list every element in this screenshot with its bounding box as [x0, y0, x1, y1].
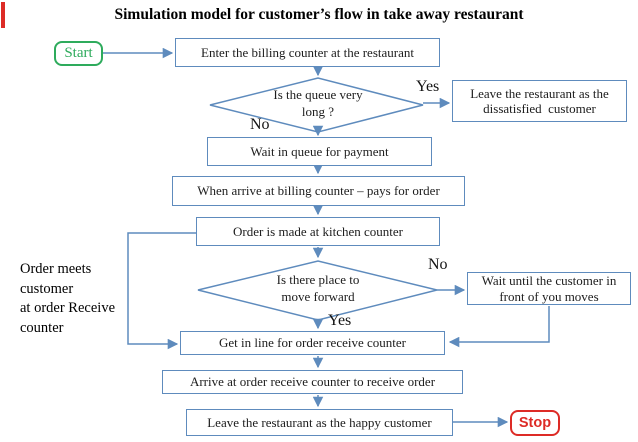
get-in-line-box: Get in line for order receive counter	[180, 331, 445, 355]
queue-no-label: No	[250, 116, 270, 133]
arrow-wait-customer-to-get-in-line	[448, 306, 550, 348]
queue-yes-label: Yes	[416, 78, 440, 95]
wait-customer-moves-box: Wait until the customer in front of you …	[467, 272, 631, 305]
pay-for-order-box: When arrive at billing counter – pays fo…	[172, 176, 465, 206]
place-decision-label: Is there place to move forward	[276, 272, 360, 304]
arrive-receive-box: Arrive at order receive counter to recei…	[162, 370, 463, 394]
left-edge-artifact	[1, 2, 5, 28]
enter-billing-box: Enter the billing counter at the restaur…	[175, 38, 440, 67]
queue-decision-label: Is the queue very long ?	[273, 87, 363, 119]
stop-node: Stop	[510, 410, 560, 436]
side-note: Order meets customer at order Receive co…	[20, 261, 116, 336]
order-kitchen-box: Order is made at kitchen counter	[196, 217, 440, 246]
leave-happy-box: Leave the restaurant as the happy custom…	[186, 409, 453, 436]
place-no-label: No	[428, 256, 448, 273]
page-title: Simulation model for customer’s flow in …	[114, 6, 524, 23]
arrow-kitchen-feedback-to-get-in-line	[127, 232, 196, 350]
start-node: Start	[54, 41, 103, 66]
leave-dissatisfied-box: Leave the restaurant as the dissatisfied…	[452, 80, 627, 122]
queue-decision-diamond	[209, 77, 424, 133]
wait-in-queue-box: Wait in queue for payment	[207, 137, 432, 166]
place-yes-label: Yes	[328, 312, 352, 329]
